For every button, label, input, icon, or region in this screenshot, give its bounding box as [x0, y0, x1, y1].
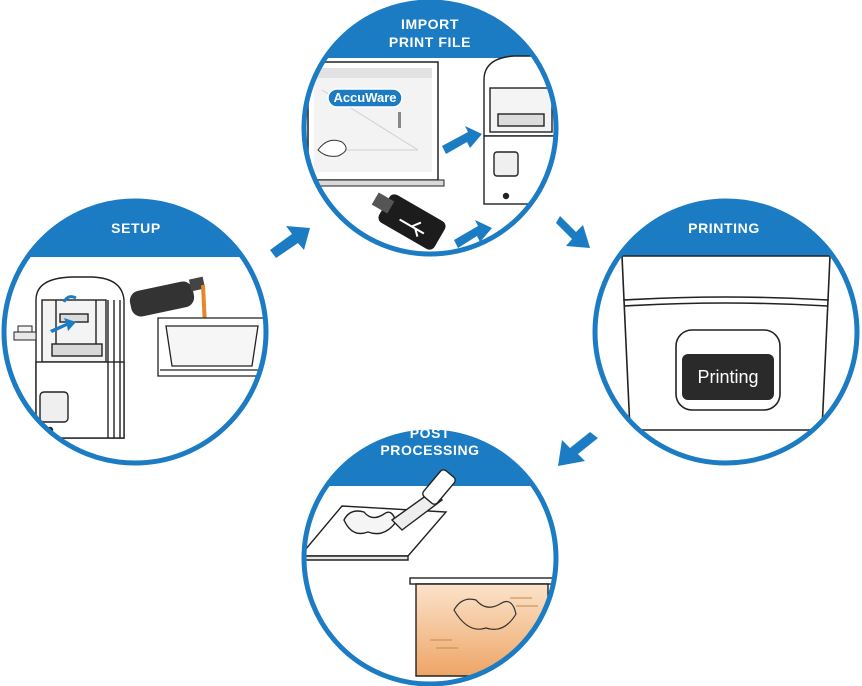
step-setup: SETUP: [1, 198, 269, 466]
printer-front-illustration: [621, 255, 831, 431]
build-plate-scraper-illustration: [304, 469, 456, 561]
svg-text:AccuWare: AccuWare: [333, 90, 396, 105]
wash-bath-illustration: [409, 577, 555, 677]
accuware-logo: AccuWare: [327, 88, 403, 108]
printer-closed-illustration: [483, 55, 556, 205]
setup-title: SETUP: [111, 220, 161, 236]
post-title-line1: POST: [410, 425, 451, 441]
step-post-processing: POST PROCESSING: [301, 425, 559, 686]
resin-tank-illustration: [157, 317, 266, 377]
arrow-printing-to-post: [558, 432, 598, 466]
import-title-line1: IMPORT: [401, 16, 459, 32]
status-display: Printing: [682, 354, 774, 400]
usb-drive-icon: [371, 192, 446, 250]
post-title-line2: PROCESSING: [380, 442, 479, 458]
printing-title: PRINTING: [688, 220, 760, 236]
status-display-text: Printing: [697, 367, 758, 387]
printer-open-illustration: [35, 276, 125, 439]
laptop-illustration: [304, 61, 445, 187]
arrow-import-to-printing: [556, 216, 590, 248]
arrow-setup-to-import: [270, 226, 310, 258]
step-import-print-file: AccuWare IMPORT PRINT FILE: [301, 0, 559, 257]
step-printing: Printing PRINTING: [592, 198, 860, 466]
import-title-line2: PRINT FILE: [389, 34, 471, 50]
